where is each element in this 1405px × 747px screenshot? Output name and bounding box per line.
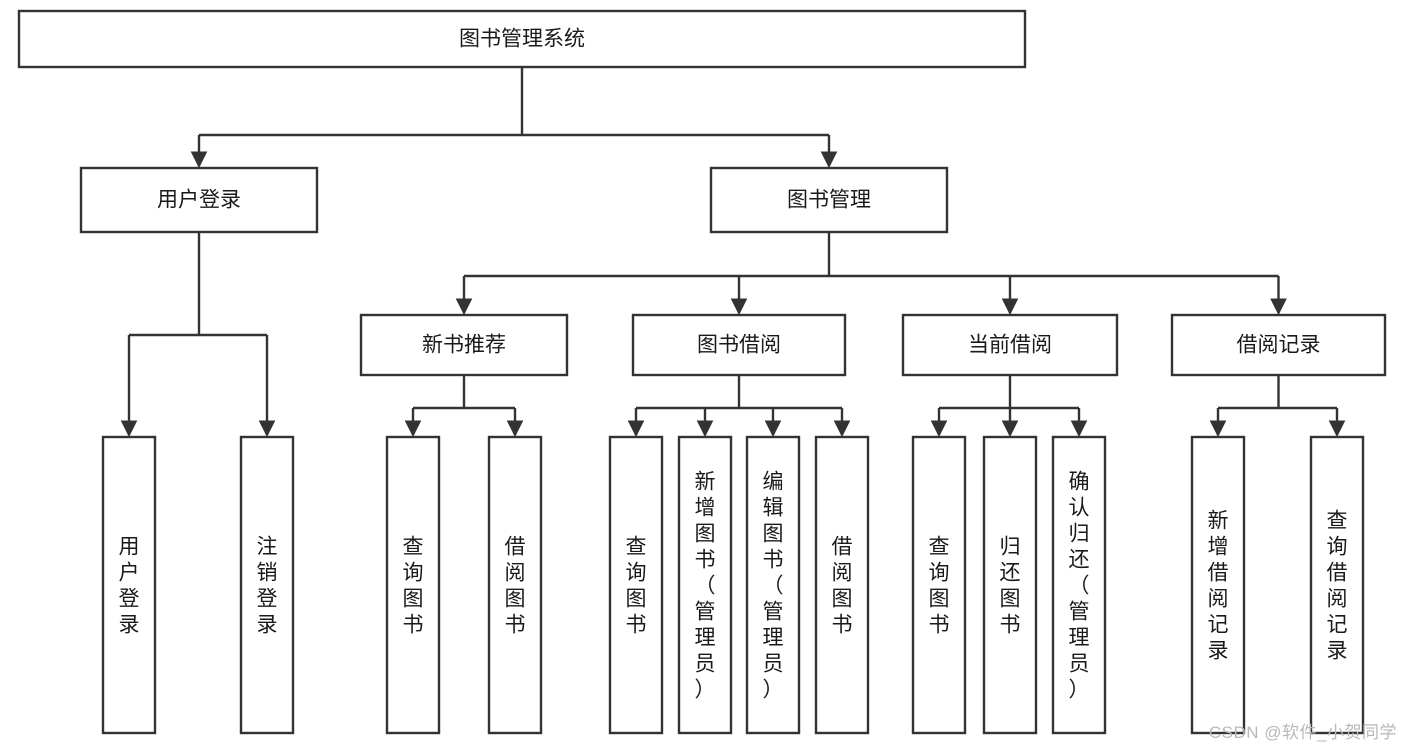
node-borrow-record[interactable]: 借阅记录 [1170, 313, 1387, 377]
node-leaf-edit-book[interactable]: 编辑图书（管理员） [745, 435, 801, 735]
node-leaf-return-book[interactable]: 归还图书 [982, 435, 1038, 735]
node-leaf-query-book-2[interactable]: 查询图书 [608, 435, 664, 735]
node-leaf-borrow-book-2[interactable]: 借阅图书 [814, 435, 870, 735]
node-box [17, 9, 1027, 69]
node-label: 当前借阅 [968, 334, 1052, 357]
node-box [1190, 435, 1246, 735]
node-leaf-confirm-return[interactable]: 确认归还（管理员） [1051, 435, 1107, 735]
node-leaf-add-book[interactable]: 新增图书（管理员） [677, 435, 733, 735]
node-layer: 图书管理系统用户登录图书管理新书推荐图书借阅当前借阅借阅记录用户登录注销登录查询… [17, 9, 1387, 735]
node-new-book-recommend[interactable]: 新书推荐 [359, 313, 569, 377]
node-box [982, 435, 1038, 735]
node-box [631, 313, 847, 377]
node-box [814, 435, 870, 735]
node-label: 新书推荐 [422, 334, 506, 357]
node-leaf-logout[interactable]: 注销登录 [239, 435, 295, 735]
node-box [911, 435, 967, 735]
node-leaf-query-record[interactable]: 查询借阅记录 [1309, 435, 1365, 735]
node-box [1170, 313, 1387, 377]
node-label: 查询图书 [403, 535, 424, 636]
node-leaf-user-login[interactable]: 用户登录 [101, 435, 157, 735]
node-label: 图书借阅 [697, 334, 781, 357]
node-box [1051, 435, 1107, 735]
node-label: 借阅图书 [505, 535, 526, 636]
node-leaf-borrow-book-1[interactable]: 借阅图书 [487, 435, 543, 735]
node-box [487, 435, 543, 735]
node-box [385, 435, 441, 735]
node-label: 借阅图书 [832, 535, 853, 636]
node-label: 用户登录 [119, 535, 140, 636]
node-label: 编辑图书（管理员） [763, 470, 784, 701]
node-label: 用户登录 [157, 189, 241, 212]
node-current-borrow[interactable]: 当前借阅 [901, 313, 1119, 377]
node-leaf-query-book-1[interactable]: 查询图书 [385, 435, 441, 735]
node-label: 查询借阅记录 [1327, 509, 1348, 662]
node-book-manage[interactable]: 图书管理 [709, 166, 949, 234]
node-box [1309, 435, 1365, 735]
node-root[interactable]: 图书管理系统 [17, 9, 1027, 69]
node-label: 确认归还（管理员） [1069, 470, 1090, 701]
node-box [745, 435, 801, 735]
node-box [79, 166, 319, 234]
node-leaf-query-book-3[interactable]: 查询图书 [911, 435, 967, 735]
node-label: 图书管理 [787, 189, 871, 212]
node-label: 查询图书 [626, 535, 647, 636]
node-label: 查询图书 [929, 535, 950, 636]
node-box [709, 166, 949, 234]
node-box [901, 313, 1119, 377]
node-box [359, 313, 569, 377]
node-label: 新增借阅记录 [1208, 509, 1229, 662]
node-box [608, 435, 664, 735]
node-book-borrow[interactable]: 图书借阅 [631, 313, 847, 377]
node-label: 归还图书 [1000, 535, 1021, 636]
connector-layer [120, 67, 1346, 438]
node-box [677, 435, 733, 735]
node-label: 注销登录 [257, 535, 278, 636]
node-box [101, 435, 157, 735]
node-leaf-add-record[interactable]: 新增借阅记录 [1190, 435, 1246, 735]
node-user-login[interactable]: 用户登录 [79, 166, 319, 234]
node-label: 新增图书（管理员） [695, 470, 716, 701]
node-box [239, 435, 295, 735]
node-label: 借阅记录 [1237, 334, 1321, 357]
node-label: 图书管理系统 [459, 28, 585, 51]
